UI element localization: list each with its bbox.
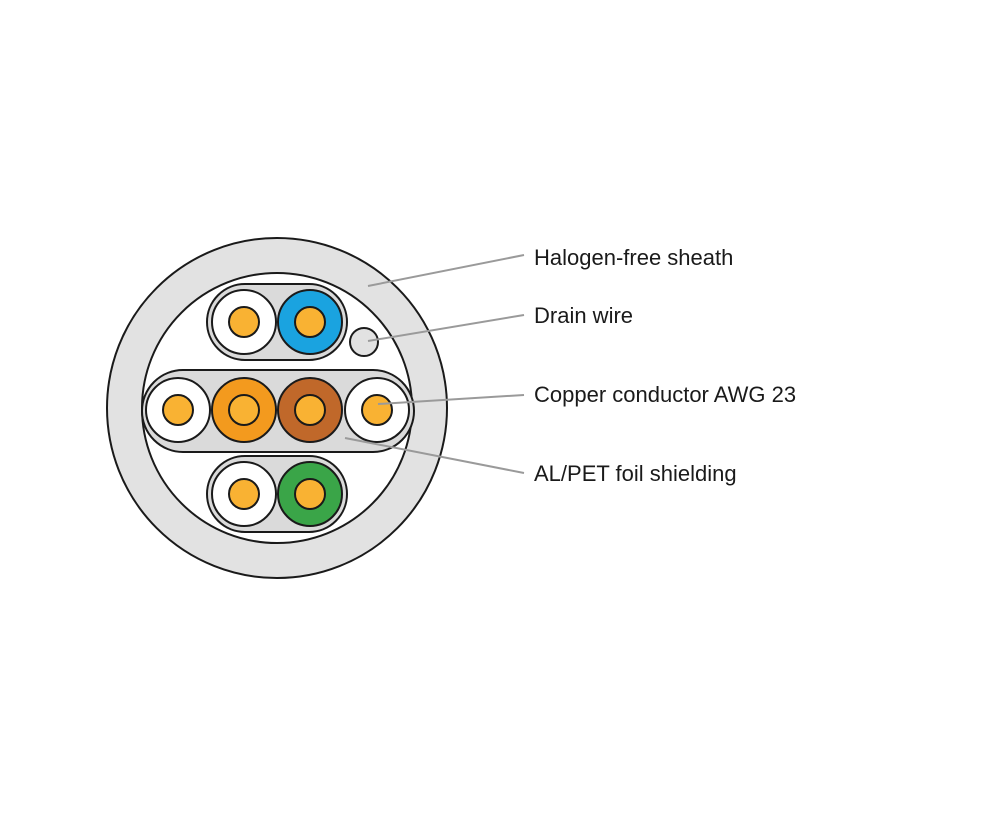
label-drain-wire: Drain wire	[534, 303, 633, 328]
copper-conductor	[228, 394, 260, 426]
leader-line-foil	[344, 437, 525, 474]
leader-line-sheath	[367, 254, 525, 287]
drain-wire	[349, 327, 379, 357]
copper-conductor	[294, 478, 326, 510]
copper-conductor	[228, 306, 260, 338]
leader-line-conductor	[377, 394, 525, 405]
green-pair	[211, 461, 343, 527]
orange-pair	[145, 377, 277, 443]
copper-conductor	[361, 394, 393, 426]
blue-pair	[211, 289, 343, 355]
label-conductor: Copper conductor AWG 23	[534, 382, 796, 407]
copper-conductor	[228, 478, 260, 510]
copper-conductor	[294, 306, 326, 338]
brown-pair	[277, 377, 410, 443]
label-foil: AL/PET foil shielding	[534, 461, 737, 486]
copper-conductor	[294, 394, 326, 426]
label-sheath: Halogen-free sheath	[534, 245, 733, 270]
copper-conductor	[162, 394, 194, 426]
leader-line-drain-wire	[367, 314, 525, 342]
